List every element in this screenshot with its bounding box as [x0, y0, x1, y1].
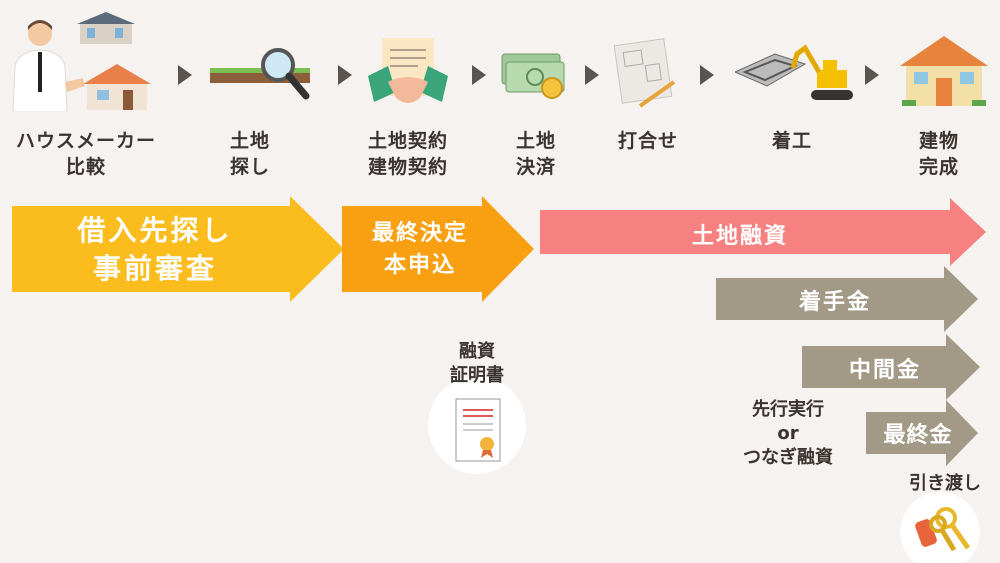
interim-payment-arrow-shape — [802, 334, 980, 400]
house-icon — [900, 36, 988, 106]
handshake-contract-icon — [368, 38, 448, 103]
down-payment-arrow-shape — [716, 266, 978, 332]
step-label-completion: 建物 完成 — [918, 130, 959, 178]
certificate-icon — [455, 398, 501, 462]
step-label-maker: ハウスメーカー 比較 — [15, 130, 156, 178]
handover-label: 引き渡し — [909, 473, 981, 494]
interim-payment-label: 中間金 — [848, 358, 921, 383]
prescreen-arrow-shape — [12, 196, 344, 302]
certificate-label: 融資 証明書 — [450, 341, 504, 386]
step-arrow — [178, 65, 192, 85]
down-payment-label: 着手金 — [798, 290, 871, 315]
step-arrow — [472, 65, 486, 85]
final-payment-arrow-shape — [866, 400, 978, 466]
handover-circle — [900, 492, 980, 563]
land-loan-arrow-shape — [540, 198, 986, 266]
land-loan-label: 土地融資 — [691, 224, 788, 249]
final-application-arrow-shape — [342, 196, 534, 302]
step-label-settlement: 土地 決済 — [515, 130, 556, 178]
money-icon — [501, 53, 565, 99]
keys-icon — [915, 507, 971, 552]
businessman-house-icon — [12, 12, 151, 112]
blueprint-icon — [613, 38, 676, 108]
step-label-meeting: 打合せ — [617, 130, 678, 152]
final-application-label: 最終決定 本申込 — [371, 221, 468, 278]
step-arrow — [585, 65, 599, 85]
prescreen-label: 借入先探し 事前審査 — [77, 214, 233, 285]
step-arrow — [338, 65, 352, 85]
magnifier-land-icon — [210, 48, 310, 100]
excavator-icon — [735, 44, 853, 100]
step-label-contract: 土地契約 建物契約 — [367, 130, 448, 178]
step-arrow — [865, 65, 879, 85]
final-payment-label: 最終金 — [883, 423, 953, 448]
step-label-construction: 着工 — [771, 130, 812, 152]
step-arrow — [700, 65, 714, 85]
bridge-loan-note: 先行実行 or つなぎ融資 — [743, 399, 833, 468]
step-label-land-search: 土地 探し — [229, 130, 270, 178]
